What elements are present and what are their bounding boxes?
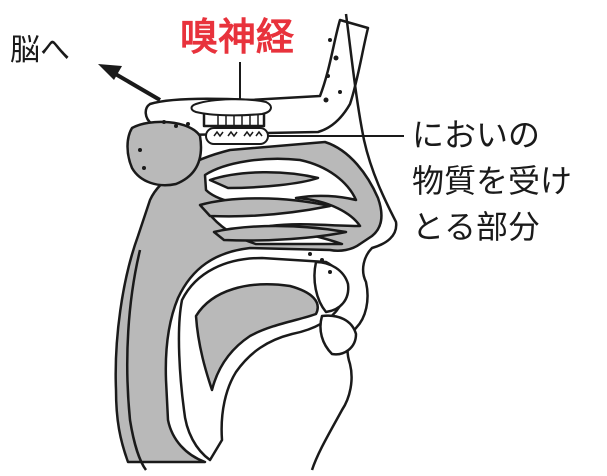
receptor-label-line3: とる部分 [412, 208, 540, 246]
upper-turbinate [208, 170, 320, 190]
lower-turbinate [212, 224, 348, 242]
middle-turbinate [198, 197, 332, 218]
throat-back-wall [126, 249, 148, 471]
ethmoid-sinus [126, 120, 203, 187]
upper-lip [313, 260, 350, 314]
receptor-cilia [213, 130, 263, 138]
receptor-label-line2: 物質を受け [412, 162, 572, 200]
olfactory-receptor-area [190, 98, 272, 145]
receptor-outline [205, 127, 269, 145]
receptor-label-line1: においの [412, 116, 540, 154]
brain-direction-label: 脳へ [10, 33, 70, 68]
lower-lip [319, 314, 358, 356]
brain-arrow [98, 64, 162, 102]
bone-texture-dots [138, 38, 342, 274]
tongue [194, 283, 319, 392]
olfactory-bulb [190, 98, 272, 117]
olfactory-nerve-title: 嗅神経 [180, 15, 295, 59]
head-cross-section [114, 13, 398, 471]
nose-profile [310, 13, 398, 471]
